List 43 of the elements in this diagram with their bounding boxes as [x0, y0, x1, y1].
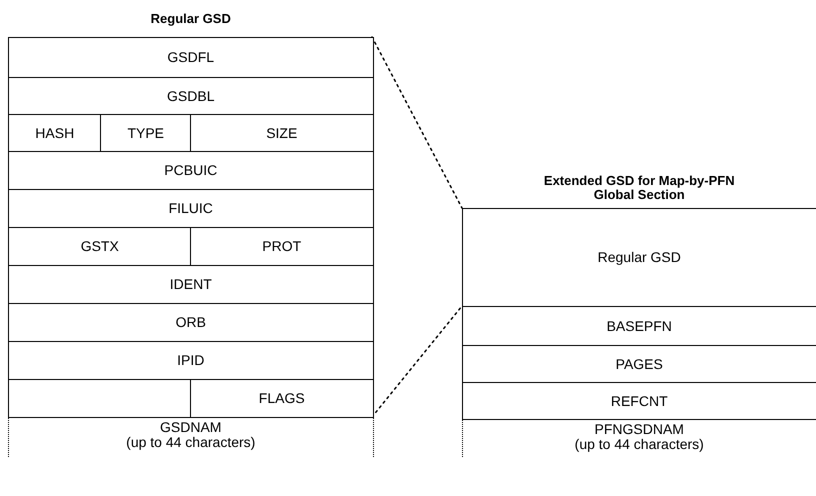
section-heading: Extended GSD for Map-by-PFN Global Section — [542, 174, 736, 202]
field-name: PCBUIC — [164, 163, 218, 178]
open-ended-field — [8, 417, 374, 456]
field-name: REFCNT — [610, 394, 668, 409]
field-note: (up to 44 characters) — [574, 436, 704, 452]
field-name: PROT — [262, 239, 302, 254]
field-cell — [190, 227, 374, 266]
section-heading: Regular GSD — [150, 12, 231, 26]
field-name: GSTX — [80, 239, 119, 254]
field-cell — [8, 37, 374, 78]
dotted-zoom-line — [371, 36, 463, 209]
field-name: IPID — [177, 353, 204, 368]
field-name: PAGES — [616, 356, 663, 372]
field-name: IDENT — [170, 277, 212, 292]
field-name: ORB — [176, 315, 206, 330]
field-name: GSDFL — [167, 50, 214, 66]
field-cell — [8, 341, 374, 380]
field-cell — [462, 382, 816, 420]
field-cell — [462, 345, 816, 384]
field-cell — [8, 114, 102, 152]
field-name: SIZE — [266, 126, 298, 141]
field-name: FILUIC — [168, 201, 213, 216]
field-cell — [8, 189, 374, 228]
field-name: BASEPFN — [606, 318, 672, 334]
open-ended-field — [462, 419, 816, 456]
field-name: Regular GSD — [598, 250, 681, 266]
field-name: GSDNAM — [160, 420, 222, 435]
field-note: (up to 44 characters) — [126, 434, 256, 450]
field-name: TYPE — [127, 126, 164, 141]
field-cell — [190, 379, 374, 418]
field-cell — [8, 227, 192, 266]
field-name: FLAGS — [258, 391, 305, 406]
field-cell — [8, 151, 374, 190]
field-cell — [8, 77, 374, 116]
field-cell — [190, 114, 374, 152]
field-cell — [462, 208, 816, 308]
field-cell — [100, 114, 192, 152]
field-cell — [8, 265, 374, 304]
field-cell — [462, 306, 816, 346]
field-name: GSDBL — [167, 88, 214, 104]
field-cell — [8, 303, 374, 342]
field-name: PFNGSDNAM — [594, 422, 684, 437]
field-name: HASH — [35, 126, 74, 141]
